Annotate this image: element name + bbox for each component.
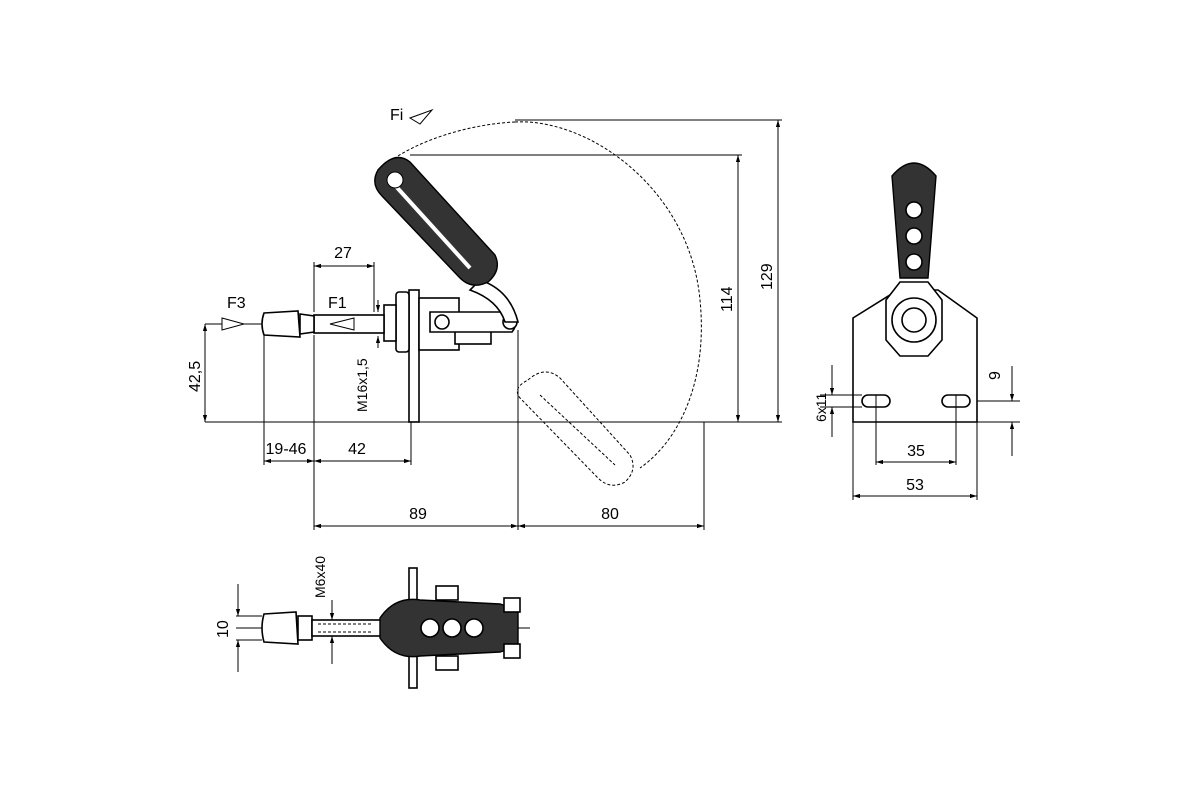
mounting-plate bbox=[408, 289, 420, 423]
top-hole-1 bbox=[420, 618, 440, 638]
top-plunger-tip bbox=[261, 611, 299, 645]
end-bore-inner bbox=[901, 307, 927, 333]
swing-arc bbox=[514, 121, 702, 469]
top-bracket-lower bbox=[435, 655, 459, 671]
top-pin-upper bbox=[503, 597, 521, 613]
dim-42-5: 42,5 bbox=[187, 361, 204, 392]
f1-arrow bbox=[329, 317, 355, 331]
end-handle-hole-1 bbox=[905, 201, 923, 219]
dim-9: 9 bbox=[987, 371, 1004, 380]
dim-42: 42 bbox=[348, 441, 366, 458]
dim-10: 10 bbox=[215, 620, 232, 638]
dim-80: 80 bbox=[601, 506, 619, 523]
swing-arc-upper bbox=[391, 121, 516, 161]
screw-label: M6x40 bbox=[312, 556, 328, 598]
plunger-tip bbox=[261, 310, 301, 338]
f3-arrow bbox=[221, 317, 246, 331]
handle-open-grip bbox=[539, 394, 616, 466]
handle-arm bbox=[468, 279, 520, 323]
dim-114: 114 bbox=[719, 286, 736, 312]
grip-label bbox=[390, 180, 472, 270]
dim-89: 89 bbox=[409, 506, 427, 523]
dim-27: 27 bbox=[334, 245, 352, 262]
top-pin-lower bbox=[503, 643, 521, 659]
pivot-left bbox=[434, 314, 450, 330]
top-bracket-upper bbox=[435, 585, 459, 601]
force-fi: Fi bbox=[390, 107, 403, 124]
grip-cap bbox=[386, 171, 404, 189]
slot-size: 6x11 bbox=[813, 392, 829, 422]
top-screw bbox=[311, 619, 387, 637]
end-handle-hole-2 bbox=[905, 227, 923, 245]
hex-nut bbox=[395, 291, 410, 353]
dim-19-46: 19-46 bbox=[266, 441, 307, 458]
end-view: 35 53 9 6x11 bbox=[813, 162, 1020, 500]
force-f3: F3 bbox=[227, 295, 246, 312]
top-view: 10 M6x40 bbox=[215, 556, 530, 689]
handle-open-position bbox=[516, 371, 634, 486]
top-hole-2 bbox=[442, 618, 462, 638]
nut-collar bbox=[383, 304, 397, 342]
fi-arrow bbox=[408, 108, 434, 125]
force-f1: F1 bbox=[328, 295, 347, 312]
handle-grip bbox=[374, 156, 498, 286]
top-hole-3 bbox=[464, 618, 484, 638]
side-view: 27 M16x1,5 42,5 19-46 42 89 80 114 129 F… bbox=[187, 107, 782, 530]
dim-129: 129 bbox=[759, 263, 776, 290]
top-plunger-nut bbox=[297, 615, 313, 641]
end-handle bbox=[891, 162, 937, 279]
end-handle-hole-3 bbox=[905, 253, 923, 271]
plunger-nut bbox=[299, 313, 315, 335]
dim-53: 53 bbox=[906, 477, 924, 494]
dim-35: 35 bbox=[907, 443, 925, 460]
thread-label: M16x1,5 bbox=[354, 358, 370, 412]
